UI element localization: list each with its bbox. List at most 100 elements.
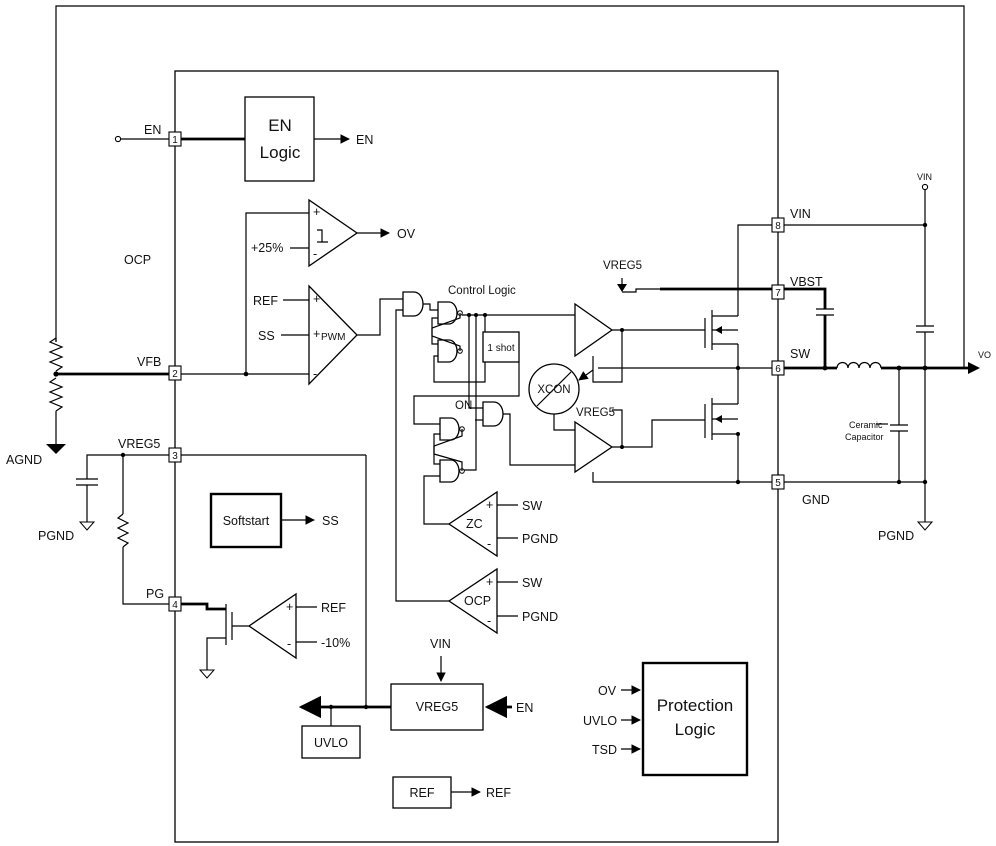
uvlo-block — [301, 725, 361, 759]
and-gate-2 — [482, 401, 504, 427]
zc-pgnd-label: PGND — [522, 532, 558, 546]
vin-in-label: VIN — [430, 637, 451, 651]
pin-6: 6 — [771, 360, 785, 376]
svg-text:-: - — [287, 637, 291, 651]
vreg5-block — [390, 683, 484, 731]
ref-out-label: REF — [486, 786, 511, 800]
zc-comparator — [447, 490, 498, 558]
on-label: ON — [455, 400, 472, 412]
high-side-driver — [574, 302, 614, 358]
softstart-block — [209, 492, 283, 549]
feedback-divider — [46, 337, 66, 454]
pin-label-vfb: VFB — [137, 355, 161, 369]
latch-nand-a — [437, 301, 458, 325]
svg-text:Logic: Logic — [260, 143, 301, 162]
one-shot-block — [482, 331, 520, 363]
ceramic-label-1: Ceramic — [849, 420, 883, 430]
ov-comparator — [308, 198, 359, 268]
svg-text:XCON: XCON — [537, 384, 570, 396]
svg-text:8: 8 — [775, 221, 781, 232]
pin-8: 8 — [771, 217, 785, 233]
ocp-pgnd-label: PGND — [522, 610, 558, 624]
svg-text:5: 5 — [775, 478, 781, 489]
svg-text:+: + — [486, 498, 493, 512]
pgnd-left-label: PGND — [38, 529, 74, 543]
pin-label-en: EN — [144, 123, 161, 137]
plus25-label: +25% — [251, 241, 283, 255]
ov-out-label: OV — [397, 227, 416, 241]
latch-nand-b — [437, 339, 458, 363]
svg-text:VREG5: VREG5 — [416, 700, 458, 714]
svg-text:6: 6 — [775, 364, 781, 375]
svg-text:-: - — [313, 367, 317, 381]
svg-text:EN: EN — [268, 116, 292, 135]
control-logic-label: Control Logic — [448, 285, 516, 297]
latch-nand-d — [439, 459, 460, 483]
vin-top-label: VIN — [917, 172, 932, 182]
svg-text:+: + — [486, 575, 493, 589]
minus10-label: -10% — [321, 636, 350, 650]
vreg5-top-label: VREG5 — [603, 260, 642, 272]
vo-feedback-wire — [55, 5, 965, 367]
tsd-in-label: TSD — [592, 743, 617, 757]
ov-in-label: OV — [598, 684, 617, 698]
en-logic-block — [244, 96, 315, 182]
protection-logic-block — [641, 661, 749, 777]
svg-text:UVLO: UVLO — [314, 736, 348, 750]
ss-in-label: SS — [258, 329, 275, 343]
svg-text:+: + — [313, 327, 320, 341]
zc-sw-label: SW — [522, 499, 542, 513]
pin-label-vin: VIN — [790, 207, 811, 221]
svg-text:+: + — [286, 600, 293, 614]
pin-label-vreg5: VREG5 — [118, 437, 160, 451]
pin-label-sw: SW — [790, 347, 810, 361]
svg-text:7: 7 — [775, 288, 781, 299]
pin-1: 1 — [168, 131, 182, 147]
pg-fet — [225, 604, 249, 645]
svg-text:PWM: PWM — [321, 332, 345, 343]
pin-label-gnd: GND — [802, 493, 830, 507]
svg-text:4: 4 — [172, 600, 178, 611]
ref-in-label: REF — [253, 294, 278, 308]
svg-text:-: - — [313, 247, 317, 261]
ocp-label: OCP — [124, 253, 151, 267]
low-side-driver — [574, 420, 614, 474]
and-gate-1 — [402, 291, 424, 317]
pin-7: 7 — [771, 284, 785, 300]
ocp-comparator — [447, 567, 498, 635]
ocp-sw-label: SW — [522, 576, 542, 590]
svg-text:REF: REF — [410, 786, 435, 800]
svg-text:1 shot: 1 shot — [487, 343, 514, 354]
svg-text:ZC: ZC — [466, 517, 483, 531]
pgnd-right-label: PGND — [878, 529, 914, 543]
svg-text:2: 2 — [172, 369, 178, 380]
pin-label-pg: PG — [146, 587, 164, 601]
pin-5: 5 — [771, 474, 785, 490]
ceramic-label-2: Capacitor — [845, 432, 884, 442]
svg-text:Protection: Protection — [657, 696, 734, 715]
svg-text:-: - — [487, 614, 491, 628]
en-in-label: EN — [516, 701, 533, 715]
vreg5-mid-label: VREG5 — [576, 407, 615, 419]
latch-nand-c — [439, 417, 460, 441]
svg-text:OCP: OCP — [464, 594, 491, 608]
en-out-label: EN — [356, 133, 373, 147]
vo-label: VO — [978, 350, 991, 360]
svg-text:1: 1 — [172, 135, 178, 146]
uvlo-in-label: UVLO — [583, 714, 617, 728]
pin-4: 4 — [168, 596, 182, 612]
high-side-fet — [704, 310, 738, 350]
ss-out-label: SS — [322, 514, 339, 528]
pin-2: 2 — [168, 365, 182, 381]
svg-text:+: + — [313, 292, 320, 306]
svg-text:-: - — [487, 537, 491, 551]
pin-3: 3 — [168, 447, 182, 463]
ref-block — [392, 776, 452, 809]
output-inductor — [836, 361, 882, 369]
low-side-fet — [704, 398, 738, 440]
agnd-label: AGND — [6, 453, 42, 467]
pg-ref-label: REF — [321, 601, 346, 615]
svg-text:Softstart: Softstart — [223, 514, 270, 528]
svg-text:Logic: Logic — [675, 720, 716, 739]
